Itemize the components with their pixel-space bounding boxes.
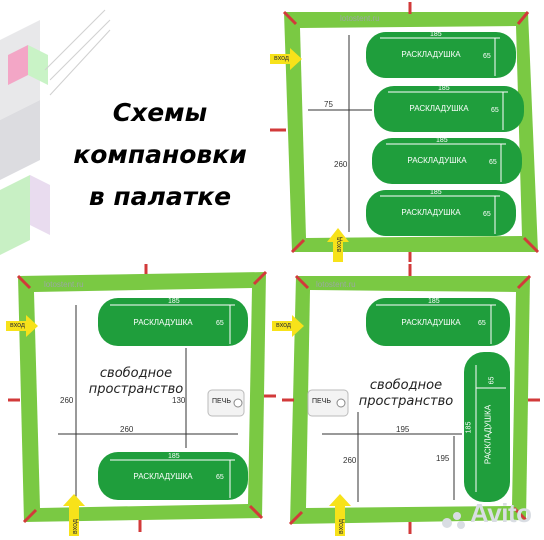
dim-185: 185 <box>438 85 450 92</box>
cot-label: РАСКЛАДУШКА <box>407 156 467 165</box>
cot-label: РАСКЛАДУШКА <box>401 208 461 217</box>
dim-260: 260 <box>60 396 74 405</box>
watermark-1: lotostent.ru <box>340 14 380 23</box>
free-space-line-2: пространство <box>88 382 184 397</box>
title-line-2: компановки <box>73 140 247 169</box>
dim-185: 185 <box>430 31 442 38</box>
entrance-label: вход <box>338 519 345 534</box>
dim-65: 65 <box>489 159 497 166</box>
dim-185: 185 <box>168 453 180 460</box>
watermark-2: lotostent.ru <box>44 280 84 289</box>
dim-260: 260 <box>343 456 357 465</box>
entrance-label: вход <box>10 322 25 329</box>
avito-logo-icon <box>442 512 465 529</box>
watermark-3: lotostent.ru <box>316 280 356 289</box>
brand-watermark: Avito <box>470 498 532 528</box>
dim-65: 65 <box>491 107 499 114</box>
cot-label: РАСКЛАДУШКА <box>401 318 461 327</box>
dim-65: 65 <box>488 376 496 385</box>
tent-layout-3 <box>272 264 540 536</box>
cot-label: РАСКЛАДУШКА <box>483 404 493 465</box>
dim-185: 185 <box>168 298 180 305</box>
dim-65: 65 <box>216 474 224 481</box>
free-space-line-1: свободное <box>369 378 443 393</box>
tent-layout-1 <box>270 2 540 262</box>
dim-185: 185 <box>436 137 448 144</box>
dim-65: 65 <box>216 320 224 327</box>
dim-260: 260 <box>334 160 348 169</box>
entrance-label: вход <box>72 519 79 534</box>
dim-130: 130 <box>172 396 186 405</box>
dim-65: 65 <box>483 211 491 218</box>
cot-label: РАСКЛАДУШКА <box>133 472 193 481</box>
dim-185: 185 <box>430 189 442 196</box>
entrance-label: вход <box>274 55 289 62</box>
cot-label: РАСКЛАДУШКА <box>133 318 193 327</box>
dim-185: 185 <box>465 421 473 434</box>
title-line-1: Схемы <box>112 98 208 127</box>
cot-label: РАСКЛАДУШКА <box>401 50 461 59</box>
title-line-3: в палатке <box>88 182 232 211</box>
entrance-label: вход <box>336 237 343 252</box>
entrance-label: вход <box>276 322 291 329</box>
decorative-cubes <box>0 9 111 255</box>
cot-label: РАСКЛАДУШКА <box>409 104 469 113</box>
dim-195: 195 <box>436 454 450 463</box>
free-space-line-1: свободное <box>99 366 173 381</box>
dim-65: 65 <box>483 53 491 60</box>
dim-260: 260 <box>120 425 134 434</box>
dim-65: 65 <box>478 320 486 327</box>
dim-195: 195 <box>396 425 410 434</box>
dim-185: 185 <box>428 298 440 305</box>
tent-layout-2 <box>6 264 276 536</box>
free-space-line-2: пространство <box>358 394 454 409</box>
dim-75: 75 <box>324 100 333 109</box>
stove-label: ПЕЧЬ <box>212 398 231 405</box>
stove-label: ПЕЧЬ <box>312 398 331 405</box>
